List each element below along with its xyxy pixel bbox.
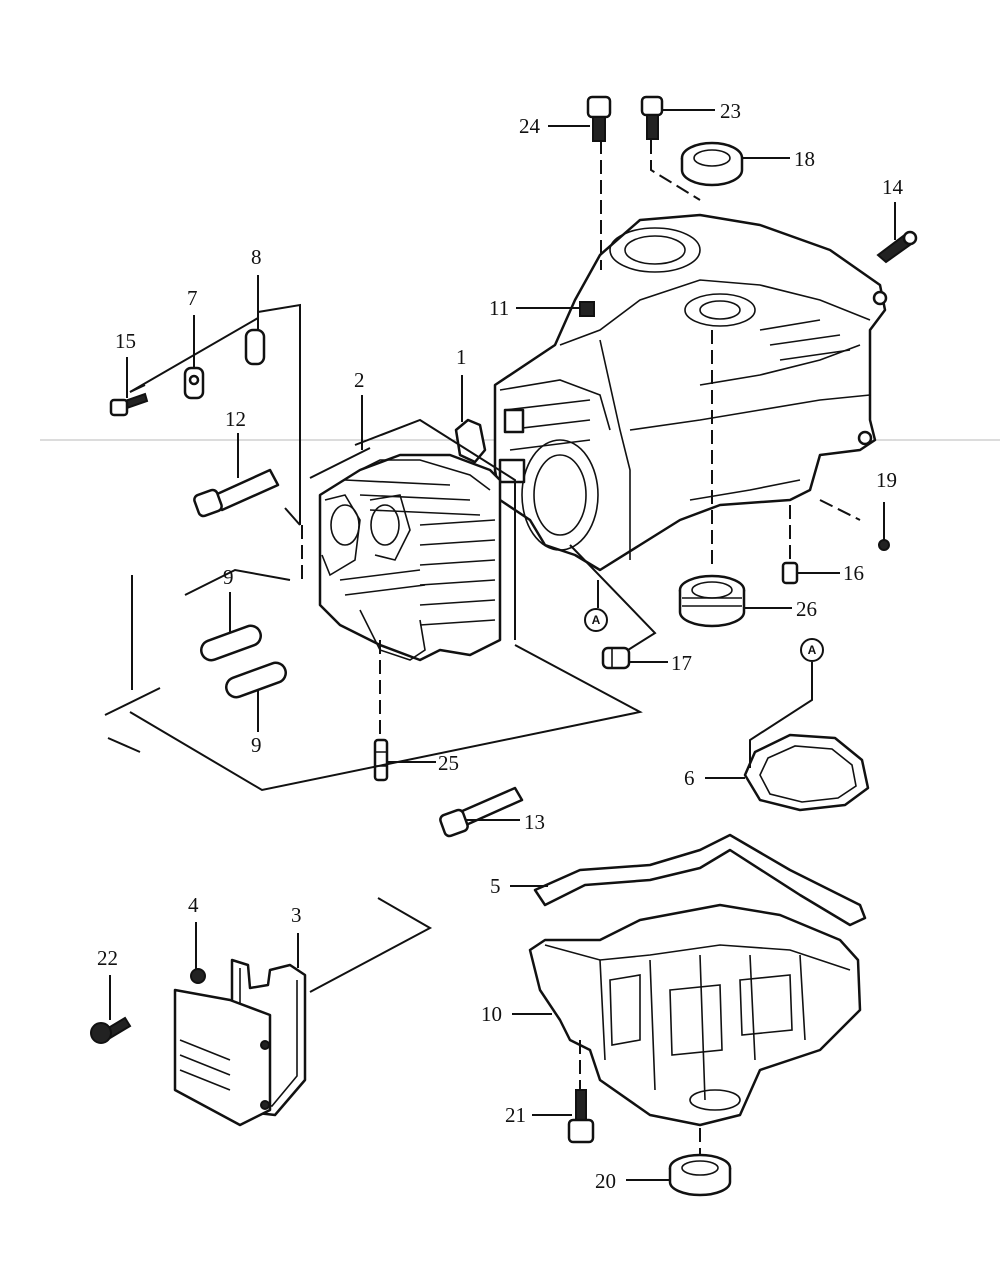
reference-mark-a-lower: A [800, 638, 824, 662]
callout-24: 24 [519, 114, 541, 138]
callout-15: 15 [115, 329, 136, 353]
bolt-13 [439, 786, 524, 838]
callout-11: 11 [489, 296, 509, 320]
dowel-pin-16 [781, 561, 799, 585]
callout-1: 1 [456, 345, 467, 369]
bolt-23 [640, 95, 664, 140]
bolt-11 [579, 301, 595, 317]
callout-2: 2 [354, 368, 365, 392]
valve-seal-9-lower [225, 661, 287, 699]
gasket-5 [533, 833, 867, 927]
callout-6: 6 [684, 766, 695, 790]
callout-22: 22 [97, 946, 118, 970]
callout-18: 18 [794, 147, 815, 171]
callout-26: 26 [796, 597, 817, 621]
callout-25: 25 [438, 751, 459, 775]
callouts: 1 2 3 4 5 6 7 8 9 9 10 11 12 [97, 99, 904, 1193]
rocker-cover-4 [173, 968, 272, 1127]
callout-7: 7 [187, 286, 198, 310]
clip-7 [183, 366, 205, 400]
callout-21: 21 [505, 1103, 526, 1127]
gasket-6 [743, 733, 870, 812]
callout-23: 23 [720, 99, 741, 123]
clip-8 [244, 328, 266, 366]
bolt-15 [109, 392, 149, 417]
bolt-12 [193, 468, 280, 518]
callout-19: 19 [876, 468, 897, 492]
callout-12: 12 [225, 407, 246, 431]
pin-19 [878, 502, 890, 551]
bolt-14 [876, 230, 918, 264]
dowel-25 [373, 738, 389, 782]
reference-mark-a-upper-label: A [592, 613, 601, 627]
cylinder-head [318, 453, 502, 662]
crankcase [493, 213, 888, 572]
callout-20: 20 [595, 1169, 616, 1193]
callout-9-upper: 9 [223, 565, 234, 589]
bearing-26 [678, 574, 746, 628]
callout-17: 17 [671, 651, 692, 675]
callout-13: 13 [524, 810, 545, 834]
callout-8: 8 [251, 245, 262, 269]
reference-mark-a-lower-label: A [808, 643, 817, 657]
bolt-22 [90, 1016, 132, 1044]
drain-plug-21 [567, 1089, 595, 1144]
valve-seal-9-upper [200, 624, 262, 662]
callout-4: 4 [188, 893, 199, 917]
assembly-lines [104, 140, 861, 1155]
callout-5: 5 [490, 874, 501, 898]
callout-14: 14 [882, 175, 904, 199]
reference-mark-a-upper: A [584, 608, 608, 632]
callout-9-lower: 9 [251, 733, 262, 757]
callout-3: 3 [291, 903, 302, 927]
oil-seal-18 [680, 141, 744, 187]
callout-16: 16 [843, 561, 864, 585]
oil-sump-10 [528, 903, 862, 1127]
bolt-24 [586, 95, 612, 142]
plug-17 [601, 646, 631, 670]
gasket-1 [454, 418, 487, 464]
oil-seal-20 [668, 1153, 732, 1197]
callout-10: 10 [481, 1002, 502, 1026]
